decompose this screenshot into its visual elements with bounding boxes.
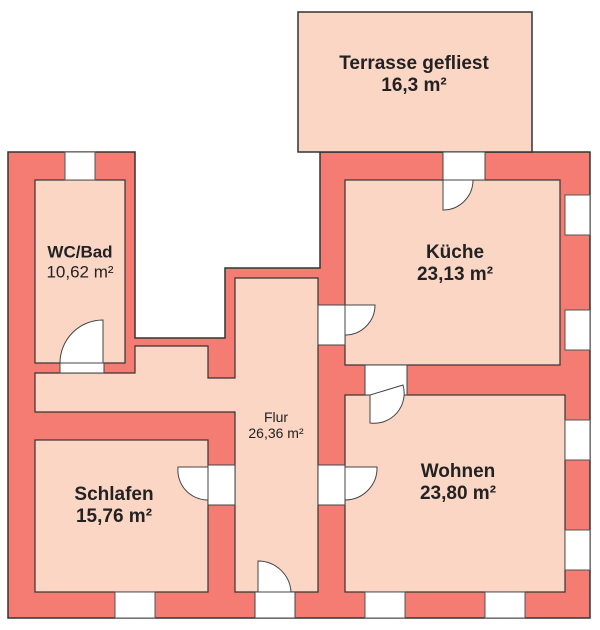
window-icon: [64, 151, 96, 181]
room-name: Terrasse gefliest: [339, 53, 489, 75]
room-area: 10,62 m²: [46, 262, 114, 281]
room-area: 23,80 m²: [419, 483, 497, 504]
room-label-wohnen: Wohnen 23,80 m²: [420, 461, 496, 505]
room-area: 23,13 m²: [416, 264, 494, 285]
room-name: Wohnen: [420, 461, 496, 483]
room-label-terrasse: Terrasse gefliest 16,3 m²: [339, 53, 489, 97]
doors: [59, 151, 486, 619]
window-icon: [564, 529, 591, 571]
room-name: Schlafen: [74, 484, 154, 506]
room-label-wc: WC/Bad 10,62 m²: [46, 242, 113, 281]
window-icon: [564, 309, 591, 351]
room-flur: [34, 277, 319, 593]
door-icon: [59, 319, 104, 364]
door-icon: [257, 560, 292, 593]
door-icon: [177, 466, 209, 501]
room-label-flur: Flur 26,36 m²: [248, 409, 303, 441]
door-icon: [369, 384, 405, 424]
room-label-schlafen: Schlafen 15,76 m²: [74, 484, 153, 528]
door-icon: [442, 179, 474, 211]
room-area: 16,3 m²: [381, 75, 447, 96]
room-terrasse: [297, 11, 533, 153]
window-icon: [114, 591, 156, 619]
room-area: 15,76 m²: [75, 506, 153, 527]
room-area: 26,36 m²: [248, 425, 304, 441]
window-icon: [484, 591, 526, 619]
room-name: Küche: [425, 242, 485, 264]
room-name: WC/Bad: [47, 242, 113, 262]
door-icon: [344, 304, 376, 336]
room-kueche: [344, 179, 561, 366]
window-icon: [564, 419, 591, 461]
door-icon: [344, 466, 378, 501]
window-icon: [564, 194, 591, 236]
room-name: Flur: [263, 408, 289, 425]
windows: [64, 151, 591, 619]
room-schlafen: [34, 439, 209, 593]
room-label-kueche: Küche 23,13 m²: [417, 242, 493, 286]
window-icon: [364, 591, 406, 619]
